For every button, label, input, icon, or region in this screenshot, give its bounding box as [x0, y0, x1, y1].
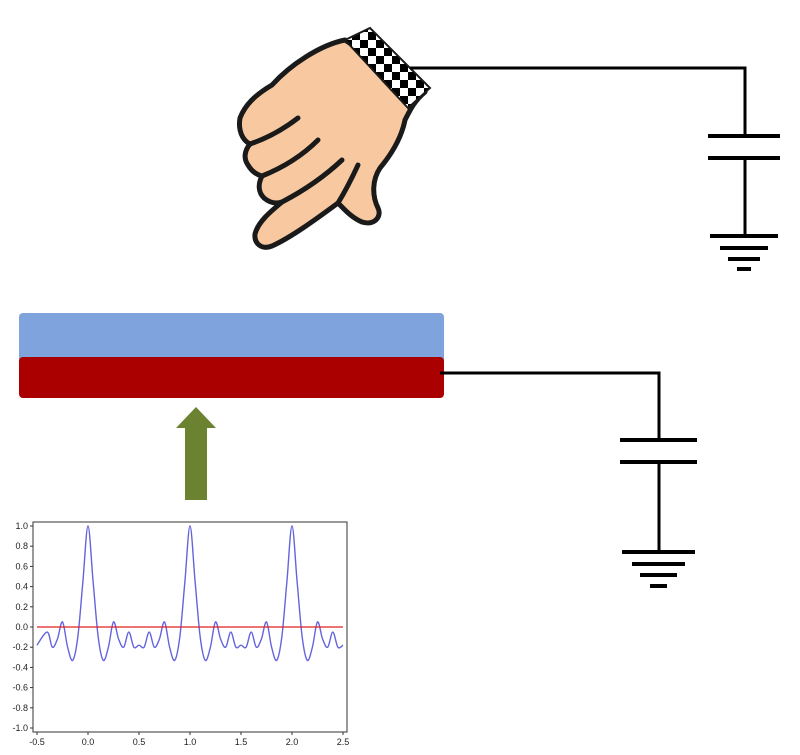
x-tick-label: 2.5: [337, 737, 350, 747]
y-tick-label: 0.8: [15, 541, 28, 551]
bottom-circuit: [440, 371, 697, 588]
y-tick-label: -0.4: [12, 662, 28, 672]
x-axis: -0.5 0.0 0.5 1.0 1.5 2.0 2.5: [29, 732, 349, 747]
hand-pointing-icon: [237, 37, 428, 250]
thumb-line: [335, 162, 361, 206]
wire: [440, 371, 661, 440]
finger-line: [247, 115, 301, 147]
y-tick-label: -1.0: [12, 723, 28, 733]
plate-bottom-layer: [19, 357, 444, 398]
series-layer: [36, 525, 344, 662]
y-tick-label: 0.0: [15, 622, 28, 632]
y-tick-label: 0.4: [15, 582, 28, 592]
x-tick-label: 1.5: [235, 737, 248, 747]
y-tick-label: -0.6: [12, 683, 28, 693]
waveform-chart: 1.0 0.8 0.6 0.4 0.2 0.0 -0.2 -0.4 -0.6 -0.8 -1.0 -…: [12, 521, 349, 747]
x-tick-label: 0.5: [133, 737, 146, 747]
top-circuit: [410, 66, 780, 271]
x-tick-label: -0.5: [29, 737, 45, 747]
y-tick-label: -0.8: [12, 703, 28, 713]
plate-top-layer: [19, 313, 444, 363]
x-tick-label: 1.0: [184, 737, 197, 747]
y-tick-label: 1.0: [15, 521, 28, 531]
arrow-up-icon: [176, 407, 216, 500]
ground-icon: [622, 550, 695, 588]
x-tick-label: 2.0: [286, 737, 299, 747]
y-tick-label: -0.2: [12, 642, 28, 652]
wire: [410, 66, 747, 136]
finger-line: [259, 137, 321, 179]
y-tick-label: 0.6: [15, 561, 28, 571]
y-axis: 1.0 0.8 0.6 0.4 0.2 0.0 -0.2 -0.4 -0.6 -0.8 -1.0: [12, 521, 33, 733]
finger-line: [279, 157, 345, 205]
ground-icon: [710, 234, 778, 271]
x-tick-label: 0.0: [82, 737, 95, 747]
series-line-waveform: [36, 525, 344, 662]
sensor-plate: [19, 313, 444, 398]
y-tick-label: 0.2: [15, 602, 28, 612]
hand-shape: [237, 37, 428, 250]
wrist-band: [343, 26, 432, 110]
